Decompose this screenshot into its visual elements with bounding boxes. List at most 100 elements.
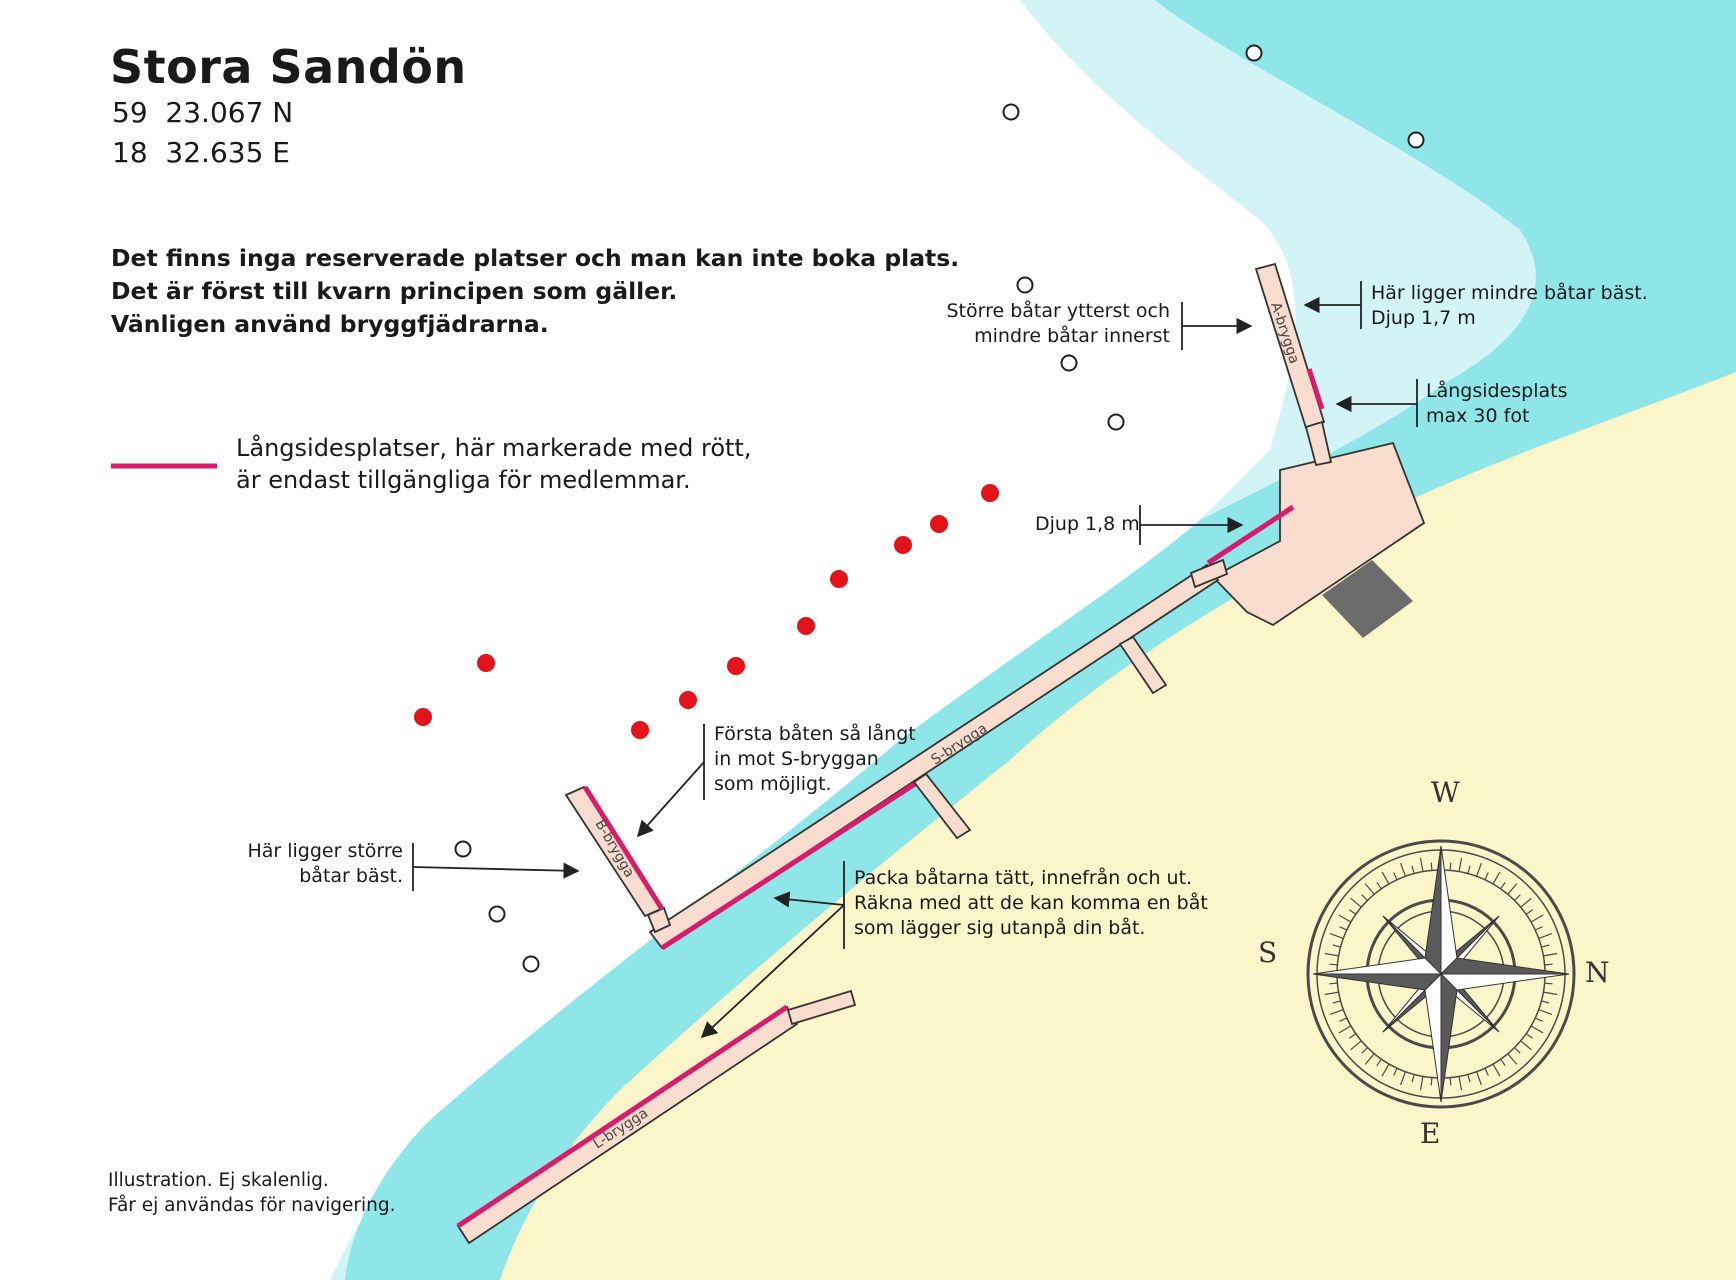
note-alongside-berth: Långsidesplats max 30 fot <box>1426 379 1568 429</box>
red-buoy <box>830 570 848 588</box>
compass-tick <box>1535 926 1543 931</box>
compass-tick <box>1332 944 1341 948</box>
member-berth-line <box>1206 504 1295 566</box>
compass-tick <box>1376 1058 1382 1067</box>
compass-tick <box>1514 1047 1521 1054</box>
note-line: Packa båtarna tätt, innefrån och ut. <box>854 867 1193 889</box>
compass-tick <box>1467 865 1471 874</box>
note-line: Första båten så långt <box>714 723 916 745</box>
compass-tick <box>1449 1077 1452 1086</box>
member-berth-line <box>456 1004 789 1229</box>
white-buoy <box>454 840 472 858</box>
compass-tick <box>1467 1074 1471 1083</box>
compass-tick <box>1484 872 1489 880</box>
compass-tick <box>1332 1000 1341 1004</box>
compass-tick <box>1400 1071 1406 1086</box>
compass-tick <box>1348 909 1357 915</box>
intro-line-1: Det finns inga reserverade platser och m… <box>111 244 960 272</box>
compass-tick <box>1329 963 1338 966</box>
compass-tick <box>1338 914 1352 923</box>
compass-tick <box>1500 881 1506 890</box>
compass-tick <box>1430 1077 1433 1086</box>
compass-tick <box>1329 982 1338 985</box>
compass-tick <box>1419 1076 1424 1091</box>
note-line: som lägger sig utanpå din båt. <box>854 917 1146 939</box>
compass-tick <box>1361 1047 1368 1054</box>
legend-line-2: är endast tillgängliga för medlemmar. <box>236 466 691 494</box>
white-buoy <box>522 955 540 973</box>
compass-tick <box>1393 872 1398 880</box>
compass-tick <box>1530 1025 1544 1034</box>
red-buoy <box>797 617 815 635</box>
disclaimer: Illustration. Ej skalenlig. Får ej använ… <box>108 1168 396 1218</box>
white-buoy <box>1245 44 1263 62</box>
compass-tick <box>1381 871 1390 885</box>
compass-tick <box>1543 991 1558 996</box>
compass-tick <box>1350 1040 1362 1051</box>
compass-tick <box>1339 926 1347 931</box>
note-first-boat: Första båten så långt in mot S-bryggan s… <box>714 722 916 797</box>
compass-tick <box>1541 1000 1550 1004</box>
compass-tick <box>1458 857 1463 872</box>
compass-tick <box>1543 952 1558 957</box>
note-small-boats: Här ligger mindre båtar bäst. Djup 1,7 m <box>1371 281 1648 331</box>
note-line: Långsidesplats <box>1426 380 1568 402</box>
note-line: mindre båtar innerst <box>974 325 1170 347</box>
note-line: Här ligger mindre båtar bäst. <box>1371 282 1648 304</box>
compass-tick <box>1500 1058 1506 1067</box>
compass-tick <box>1329 1009 1344 1015</box>
annotation-lines <box>412 281 1418 1039</box>
compass-tick <box>1430 862 1433 871</box>
intro-line-2: Det är först till kvarn principen som gä… <box>111 277 678 305</box>
compass-tick <box>1411 1074 1415 1083</box>
compass-letter-right: N <box>1585 956 1610 989</box>
compass-tick <box>1381 1063 1390 1077</box>
arrow <box>700 904 845 1039</box>
compass-tick <box>1525 909 1534 915</box>
member-berth-line <box>582 785 665 911</box>
compass-tick <box>1520 1040 1532 1051</box>
compass-tick <box>1393 1068 1398 1076</box>
compass-tick <box>1419 857 1424 872</box>
compass-tick <box>1350 897 1362 908</box>
longitude: 18 32.635 E <box>112 136 290 169</box>
intro-line-3: Vänligen använd bryggfjädrarna. <box>111 310 549 338</box>
compass-tick <box>1538 933 1553 939</box>
compass-tick <box>1476 862 1482 877</box>
white-buoy <box>1107 413 1125 431</box>
compass-letter-bottom: E <box>1420 1117 1441 1150</box>
arrow <box>773 891 845 908</box>
note-line: max 30 fot <box>1426 405 1530 427</box>
red-buoy <box>631 721 649 739</box>
note-pack-tight: Packa båtarna tätt, innefrån och ut. Räk… <box>854 866 1208 941</box>
compass-tick <box>1476 1071 1482 1086</box>
note-line: Här ligger större <box>247 840 403 862</box>
compass-tick <box>1541 944 1550 948</box>
note-line: som möjligt. <box>714 773 832 795</box>
latitude: 59 23.067 N <box>112 96 294 129</box>
legend-line-1: Långsidesplatser, här markerade med rött… <box>236 434 752 462</box>
note-line: Djup 1,7 m <box>1371 307 1476 329</box>
red-buoy <box>894 536 912 554</box>
shore-building <box>1211 441 1426 638</box>
compass-tick <box>1492 1063 1501 1077</box>
note-line: Större båtar ytterst och <box>946 300 1170 322</box>
compass-tick <box>1535 1017 1543 1022</box>
white-buoy <box>488 905 506 923</box>
note-large-boats: Här ligger större båtar bäst. <box>247 839 403 889</box>
compass-rose <box>1306 839 1576 1109</box>
compass-tick <box>1364 1053 1375 1065</box>
compass-tick <box>1544 963 1553 966</box>
member-berth-line <box>660 779 920 951</box>
compass-tick <box>1411 865 1415 874</box>
compass-tick <box>1348 1033 1357 1039</box>
white-buoy <box>1407 131 1425 149</box>
compass-letter-left: S <box>1258 936 1278 969</box>
arrow <box>636 761 705 838</box>
red-buoy <box>414 708 432 726</box>
note-depth: Djup 1,8 m <box>1035 513 1140 535</box>
compass-letter-top: W <box>1431 776 1460 809</box>
white-buoys <box>454 44 1425 973</box>
compass-tick <box>1530 914 1544 923</box>
